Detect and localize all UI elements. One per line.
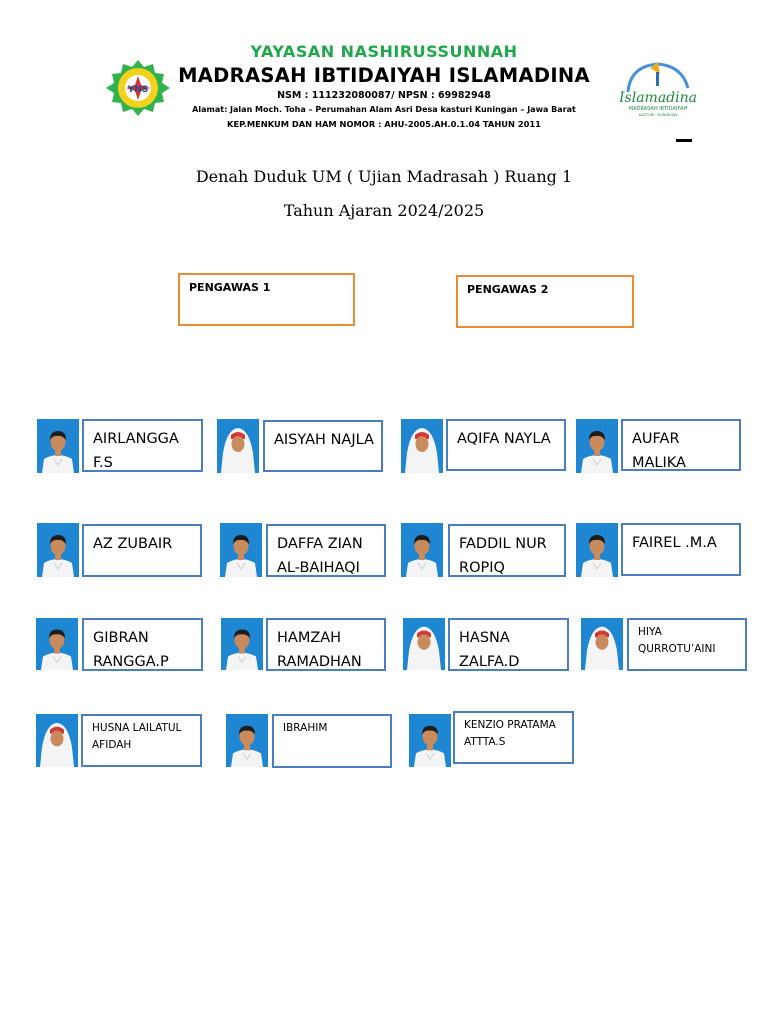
school-address: Alamat: Jalan Moch. Toha – Perumahan Ala… bbox=[192, 105, 576, 114]
student-name-box: HAMZAH RAMADHAN bbox=[266, 618, 386, 671]
student-name-box: AISYAH NAJLA bbox=[263, 420, 383, 472]
academic-year: Tahun Ajaran 2024/2025 bbox=[283, 201, 485, 220]
student-photo bbox=[220, 523, 262, 577]
student-photo bbox=[581, 618, 623, 670]
student-photo bbox=[576, 419, 618, 473]
student-photo bbox=[401, 419, 443, 473]
student-photo bbox=[409, 714, 451, 767]
proctor-label: PENGAWAS 1 bbox=[189, 281, 271, 294]
islamadina-logo: Islamadina MADRASAH IBTIDAIYAH KASTURI -… bbox=[620, 58, 696, 120]
proctor-label: PENGAWAS 2 bbox=[467, 283, 549, 296]
school-name: MADRASAH IBTIDAIYAH ISLAMADINA bbox=[178, 64, 590, 87]
student-name-box: AUFAR MALIKA bbox=[621, 419, 741, 471]
document-title: Denah Duduk UM ( Ujian Madrasah ) Ruang … bbox=[195, 167, 573, 186]
student-name-box: AQIFA NAYLA bbox=[446, 419, 566, 471]
legal-decree: KEP.MENKUM DAN HAM NOMOR : AHU-2005.AH.0… bbox=[227, 119, 541, 129]
student-name-box: AIRLANGGA F.S bbox=[82, 419, 203, 472]
student-name: AZ ZUBAIR bbox=[93, 536, 173, 552]
student-name: GIBRAN RANGGA.P bbox=[93, 630, 169, 670]
student-name-box: FAIREL .M.A bbox=[621, 523, 741, 576]
school-registration: NSM : 111232080087/ NPSN : 69982948 bbox=[277, 90, 491, 101]
student-name-box: FADDIL NUR ROPIQ bbox=[448, 524, 566, 577]
svg-text:MADRASAH IBTIDAIYAH: MADRASAH IBTIDAIYAH bbox=[629, 106, 687, 112]
student-photo bbox=[221, 618, 263, 670]
student-name-box: HUSNA LAILATUL AFIDAH bbox=[81, 714, 202, 767]
student-name: KENZIO PRATAMA ATTTA.S bbox=[464, 719, 556, 748]
student-name: HUSNA LAILATUL AFIDAH bbox=[92, 722, 182, 751]
student-name: FAIREL .M.A bbox=[632, 535, 717, 551]
student-name-box: DAFFA ZIAN AL-BAIHAQI bbox=[266, 524, 386, 577]
student-name-box: AZ ZUBAIR bbox=[82, 524, 202, 577]
student-photo bbox=[226, 714, 268, 767]
student-photo bbox=[401, 523, 443, 577]
student-name-box: IBRAHIM bbox=[272, 714, 392, 768]
student-photo bbox=[403, 618, 445, 670]
student-photo bbox=[36, 714, 78, 767]
proctor-box-1: PENGAWAS 1 bbox=[178, 273, 355, 326]
student-photo bbox=[217, 419, 259, 473]
svg-text:Islamadina: Islamadina bbox=[620, 90, 696, 106]
student-name: AIRLANGGA F.S bbox=[93, 431, 179, 471]
student-name: AISYAH NAJLA bbox=[274, 432, 374, 448]
student-name: FADDIL NUR ROPIQ bbox=[459, 536, 547, 576]
student-name: AUFAR MALIKA bbox=[632, 431, 686, 471]
foundation-name: YAYASAN NASHIRUSSUNNAH bbox=[250, 42, 518, 61]
student-name: AQIFA NAYLA bbox=[457, 431, 551, 447]
student-name: HIYA QURROTU’AINI bbox=[638, 626, 716, 655]
student-name: HASNA ZALFA.D bbox=[459, 630, 520, 670]
student-name: DAFFA ZIAN AL-BAIHAQI bbox=[277, 536, 363, 576]
student-name-box: GIBRAN RANGGA.P bbox=[82, 618, 203, 671]
yayasan-logo: YNS bbox=[98, 58, 178, 118]
student-name: IBRAHIM bbox=[283, 722, 328, 734]
svg-text:YNS: YNS bbox=[127, 85, 149, 95]
student-name-box: KENZIO PRATAMA ATTTA.S bbox=[453, 711, 574, 764]
student-name: HAMZAH RAMADHAN bbox=[277, 630, 362, 670]
student-name-box: HIYA QURROTU’AINI bbox=[627, 618, 747, 671]
header-dash-mark bbox=[676, 139, 692, 142]
student-name-box: HASNA ZALFA.D bbox=[448, 618, 569, 671]
proctor-box-2: PENGAWAS 2 bbox=[456, 275, 634, 328]
student-photo bbox=[576, 523, 618, 577]
student-photo bbox=[36, 618, 78, 670]
student-photo bbox=[37, 419, 79, 473]
student-photo bbox=[37, 523, 79, 577]
svg-text:KASTURI - KUNINGAN: KASTURI - KUNINGAN bbox=[639, 113, 678, 117]
